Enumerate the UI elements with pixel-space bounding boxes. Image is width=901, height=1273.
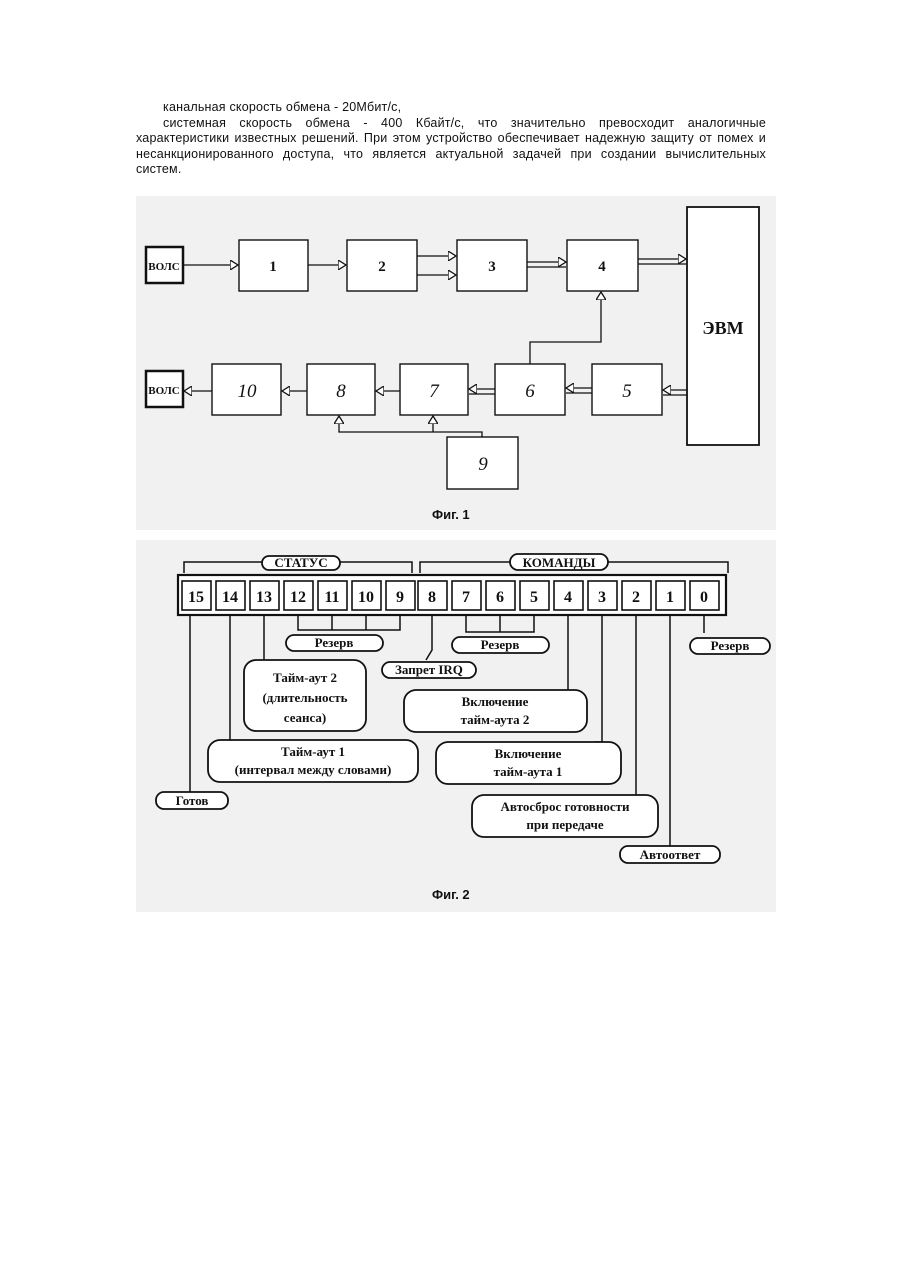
figure-1-diagram: ВОЛС ВОЛС 1 2 3 4 ЭВМ 5 6 7 8 9 10 [136, 196, 776, 530]
paragraph-system-rate: системная скорость обмена - 400 Кбайт/с,… [136, 116, 766, 178]
ready-label: Готов [176, 793, 209, 808]
reserve-status-label: Резерв [315, 635, 354, 650]
block-9-label: 9 [478, 454, 488, 475]
figure-2-diagram: 15 14 13 12 11 10 9 8 7 6 5 4 3 2 1 0 [136, 540, 776, 912]
enable-timeout1-line2: тайм-аута 1 [494, 764, 563, 779]
bit-label-11: 11 [324, 589, 339, 606]
status-label: СТАТУС [274, 555, 327, 570]
enable-timeout2-line2: тайм-аута 2 [461, 712, 530, 727]
body-text: канальная скорость обмена - 20Мбит/с, си… [136, 100, 766, 178]
computer-label: ЭВМ [702, 318, 743, 338]
block-10-label: 10 [238, 381, 258, 402]
reserve-bit0-label: Резерв [711, 638, 750, 653]
bit-label-10: 10 [358, 589, 374, 606]
figure-1-panel: ВОЛС ВОЛС 1 2 3 4 ЭВМ 5 6 7 8 9 10 [136, 196, 776, 530]
timeout1-line1: Тайм-аут 1 [281, 744, 345, 759]
irq-label: Запрет IRQ [395, 662, 463, 677]
block-3-label: 3 [488, 259, 496, 275]
figure-2-caption: Фиг. 2 [432, 887, 470, 902]
bit-label-8: 8 [428, 589, 436, 606]
block-1-label: 1 [269, 259, 277, 275]
bit-label-2: 2 [632, 589, 640, 606]
block-5-label: 5 [622, 381, 632, 402]
bit-label-5: 5 [530, 589, 538, 606]
timeout1-line2: (интервал между словами) [235, 762, 392, 777]
reserve-cmd-label: Резерв [481, 637, 520, 652]
bit-label-4: 4 [564, 589, 572, 606]
bit-label-0: 0 [700, 589, 708, 606]
timeout2-line2: (длительность [262, 690, 347, 705]
autoreset-line2: при передаче [526, 817, 603, 832]
paragraph-channel-rate: канальная скорость обмена - 20Мбит/с, [136, 100, 766, 116]
block-2-label: 2 [378, 259, 386, 275]
bit-label-6: 6 [496, 589, 504, 606]
block-8-label: 8 [336, 381, 346, 402]
figure-2-panel: 15 14 13 12 11 10 9 8 7 6 5 4 3 2 1 0 [136, 540, 776, 912]
enable-timeout1-line1: Включение [495, 746, 562, 761]
bit-label-9: 9 [396, 589, 404, 606]
figure-1-caption: Фиг. 1 [432, 507, 470, 522]
block-7-label: 7 [429, 381, 440, 402]
enable-timeout2-line1: Включение [462, 694, 529, 709]
bit-label-3: 3 [598, 589, 606, 606]
block-4-label: 4 [598, 259, 606, 275]
timeout2-line1: Тайм-аут 2 [273, 670, 337, 685]
volc-output-label: ВОЛС [148, 385, 180, 397]
bit-label-13: 13 [256, 589, 272, 606]
autoanswer-label: Автоответ [640, 847, 701, 862]
volc-input-label: ВОЛС [148, 261, 180, 273]
bit-label-1: 1 [666, 589, 674, 606]
block-6-label: 6 [525, 381, 535, 402]
autoreset-line1: Автосброс готовности [501, 799, 630, 814]
commands-label: КОМАНДЫ [523, 555, 596, 570]
bit-label-14: 14 [222, 589, 238, 606]
bit-label-12: 12 [290, 589, 306, 606]
bit-label-15: 15 [188, 589, 204, 606]
timeout2-line3: сеанса) [284, 710, 326, 725]
bit-label-7: 7 [462, 589, 470, 606]
